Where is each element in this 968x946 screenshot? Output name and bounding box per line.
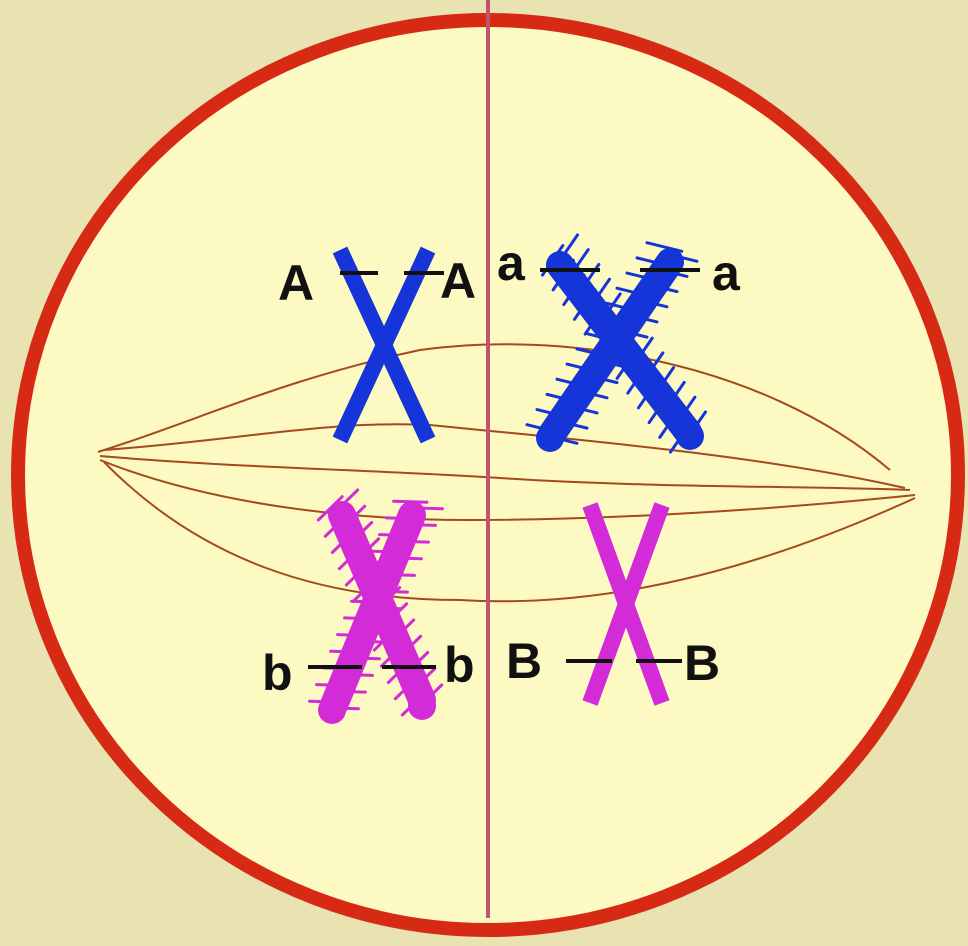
gene-label-b-left: b [262, 645, 293, 701]
gene-label-b-right: b [444, 637, 475, 693]
gene-label-a-right: a [712, 245, 741, 301]
chromatid-end [676, 422, 704, 450]
chromatid-end [318, 696, 346, 724]
gene-label-a-left: a [497, 235, 526, 291]
gene-label-A-right: A [440, 253, 476, 309]
gene-label-B-left: B [506, 633, 542, 689]
chromatid-end [536, 424, 564, 452]
chromatid-end [408, 692, 436, 720]
gene-label-B-right: B [684, 635, 720, 691]
gene-label-A-left: A [278, 255, 314, 311]
